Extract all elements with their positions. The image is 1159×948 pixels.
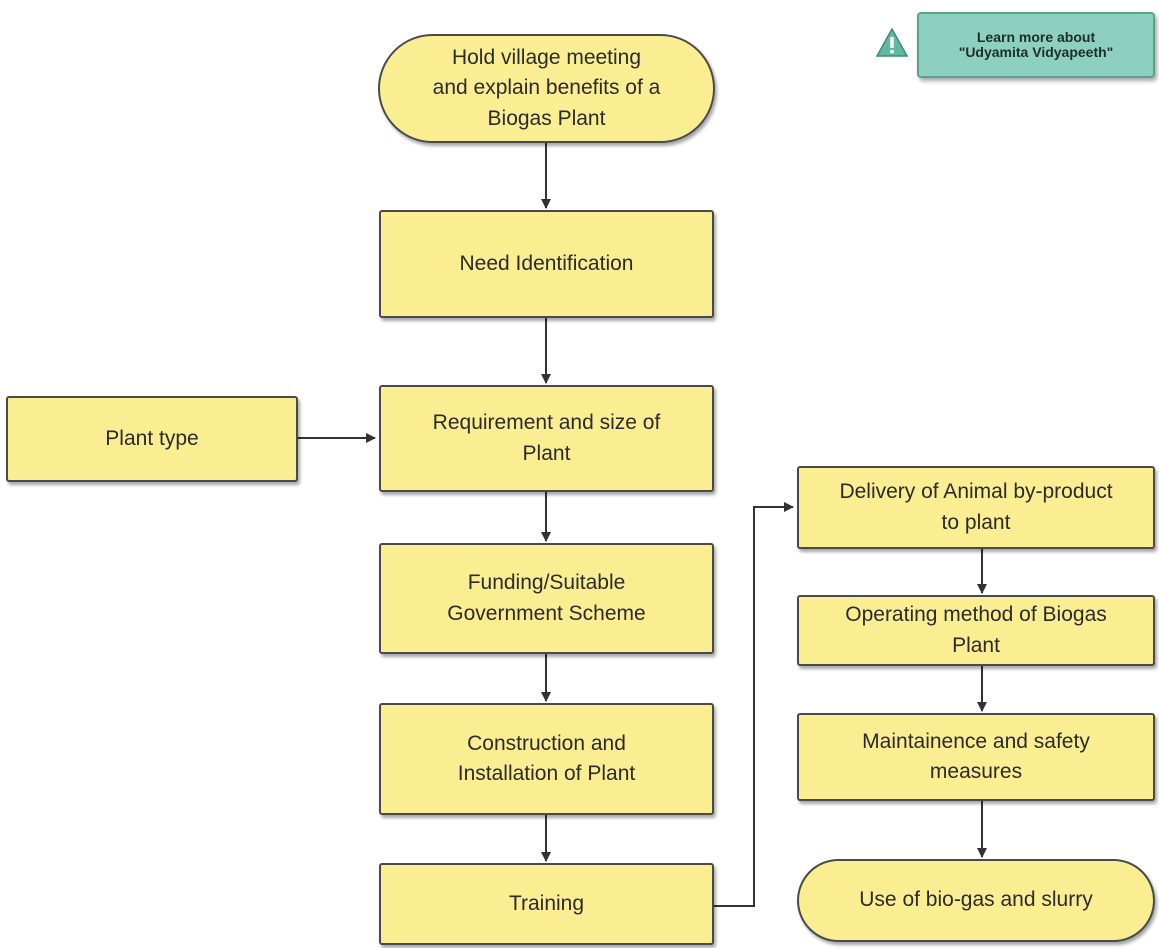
node-plant-type: Plant type [6,396,298,482]
node-use-biogas-label: Use of bio-gas and slurry [859,888,1093,912]
arrow-training-to-delivery [714,502,794,907]
node-operating: Operating method of Biogas Plant [797,595,1155,666]
node-plant-type-label: Plant type [105,426,199,450]
node-funding: Funding/Suitable Government Scheme [379,543,714,654]
node-delivery-label: Delivery of Animal by-product to plant [839,480,1113,534]
node-construction: Construction and Installation of Plant [379,703,714,815]
node-maintenance-label: Maintainence and safety measures [862,729,1090,783]
node-need-identification-label: Need Identification [459,251,634,275]
node-training-label: Training [508,891,585,915]
node-village-meeting-label: Hold village meeting and explain benefit… [432,45,661,130]
node-requirement-size-label: Requirement and size of Plant [432,411,661,465]
node-training: Training [379,863,714,945]
node-construction-label: Construction and Installation of Plant [457,731,636,785]
node-funding-label: Funding/Suitable Government Scheme [447,571,646,625]
warning-icon [876,27,908,57]
learn-more-link[interactable]: Learn more about "Udyamita Vidyapeeth" [917,12,1155,78]
node-need-identification: Need Identification [379,210,714,318]
node-delivery: Delivery of Animal by-product to plant [797,466,1155,549]
node-requirement-size: Requirement and size of Plant [379,385,714,492]
learn-more-text: Learn more about "Udyamita Vidyapeeth" [958,28,1114,60]
node-village-meeting: Hold village meeting and explain benefit… [378,34,715,143]
node-maintenance: Maintainence and safety measures [797,713,1155,801]
node-use-biogas: Use of bio-gas and slurry [797,859,1155,942]
node-operating-label: Operating method of Biogas Plant [845,603,1107,657]
